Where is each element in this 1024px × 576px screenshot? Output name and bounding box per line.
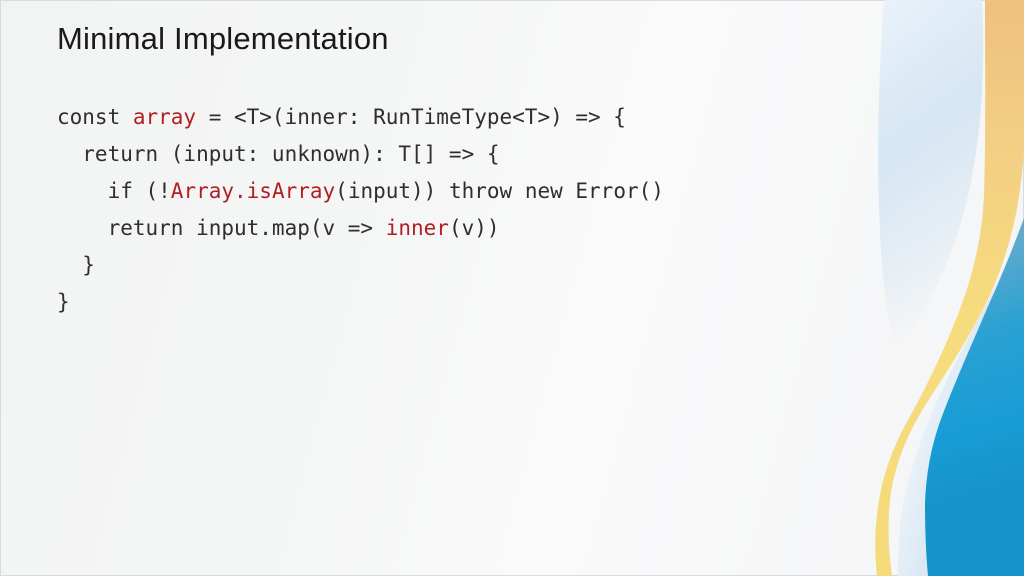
code-token: return input.map(v => [57, 216, 386, 240]
code-token: inner [385, 216, 449, 240]
code-token: if (! [57, 179, 171, 203]
decoration-teal-shape [925, 218, 1024, 576]
code-token: } [57, 290, 70, 314]
code-token: Array.isArray [170, 179, 336, 203]
code-line: } [57, 284, 664, 321]
code-token: (input)) throw new Error() [335, 179, 664, 203]
decoration-blue-wash [878, 0, 984, 349]
code-token: (v)) [448, 216, 500, 240]
code-line: const array = <T>(inner: RunTimeType<T>)… [57, 99, 664, 136]
code-block: const array = <T>(inner: RunTimeType<T>)… [57, 99, 664, 321]
code-token: = <T>(inner: RunTimeType<T>) => { [196, 105, 626, 129]
code-line: return (input: unknown): T[] => { [57, 136, 664, 173]
decoration-pale-band [898, 228, 1024, 576]
code-line: } [57, 247, 664, 284]
code-token: array [132, 105, 197, 129]
code-line: return input.map(v => inner(v)) [57, 210, 664, 247]
code-token: } [57, 253, 95, 277]
code-token: const [57, 105, 133, 129]
code-token: return (input: unknown): T[] => { [57, 142, 500, 166]
decoration-yellow-band [875, 0, 1024, 576]
slide-title: Minimal Implementation [57, 21, 389, 56]
code-line: if (!Array.isArray(input)) throw new Err… [57, 173, 664, 210]
